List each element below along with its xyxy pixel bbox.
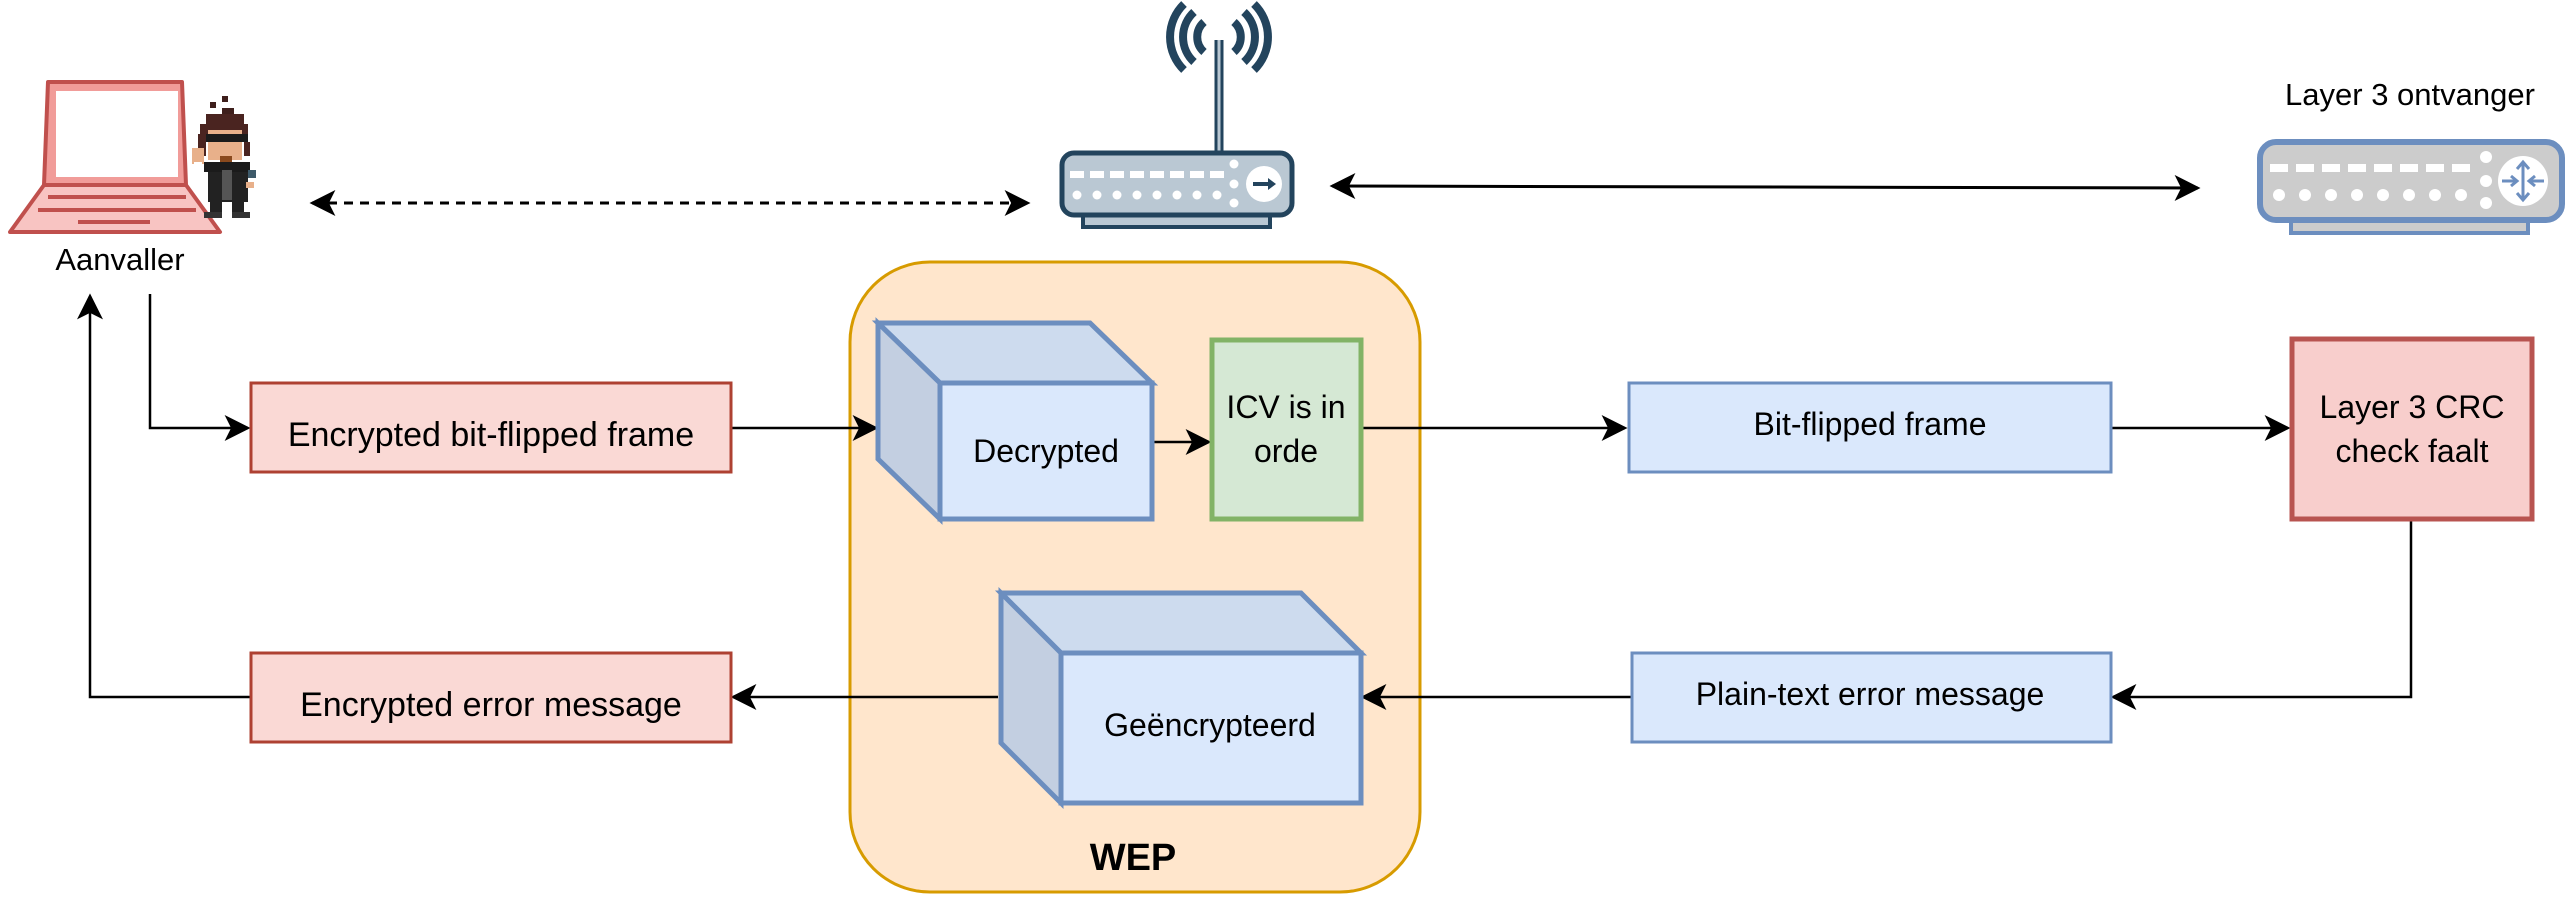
- hacker-icon: [192, 96, 256, 218]
- layer3-switch-icon: [2257, 139, 2565, 235]
- edges: [77, 173, 2413, 710]
- icv-ok-line1: ICV is in: [1226, 389, 1345, 425]
- icv-ok-node[interactable]: ICV is in orde: [1209, 337, 1364, 522]
- crc-fail-node[interactable]: Layer 3 CRC check faalt: [2289, 336, 2535, 522]
- wireless-router-icon: [1059, 1, 1295, 229]
- receiver-label: Layer 3 ontvanger: [2285, 77, 2535, 112]
- encrypted-error-node[interactable]: Encrypted error message: [249, 651, 733, 744]
- crc-fail-line2: check faalt: [2336, 433, 2489, 469]
- bitflipped-frame-label: Bit-flipped frame: [1754, 406, 1987, 442]
- decrypted-label: Decrypted: [973, 433, 1119, 469]
- receiver-node[interactable]: Layer 3 ontvanger: [2257, 77, 2565, 235]
- crc-fail-line1: Layer 3 CRC: [2320, 389, 2505, 425]
- wep-label: WEP: [1090, 837, 1177, 879]
- access-point-node[interactable]: [1059, 1, 1295, 229]
- encrypted-error-label: Encrypted error message: [300, 686, 682, 724]
- edge-crc-to-plaintext: [2110, 520, 2413, 710]
- plaintext-error-node[interactable]: Plain-text error message: [1630, 651, 2113, 744]
- edge-ap-receiver: [1329, 173, 2201, 201]
- attacker-label: Aanvaller: [55, 242, 184, 277]
- plaintext-error-label: Plain-text error message: [1696, 676, 2045, 712]
- bitflipped-frame-node[interactable]: Bit-flipped frame: [1627, 381, 2113, 474]
- edge-error-to-attacker: [77, 293, 250, 699]
- encrypted-bitflipped-frame-node[interactable]: Encrypted bit-flipped frame: [249, 381, 733, 474]
- encrypted-bitflipped-frame-label: Encrypted bit-flipped frame: [288, 416, 694, 454]
- decrypted-node[interactable]: Decrypted: [871, 317, 1159, 525]
- edge-attacker-to-frame: [148, 294, 251, 441]
- encrypted-again-node[interactable]: Geëncrypteerd: [994, 586, 1368, 810]
- icv-ok-line2: orde: [1254, 433, 1318, 469]
- encrypted-again-label: Geëncrypteerd: [1104, 707, 1316, 743]
- laptop-icon: [8, 80, 222, 234]
- attacker-node[interactable]: Aanvaller: [8, 80, 256, 277]
